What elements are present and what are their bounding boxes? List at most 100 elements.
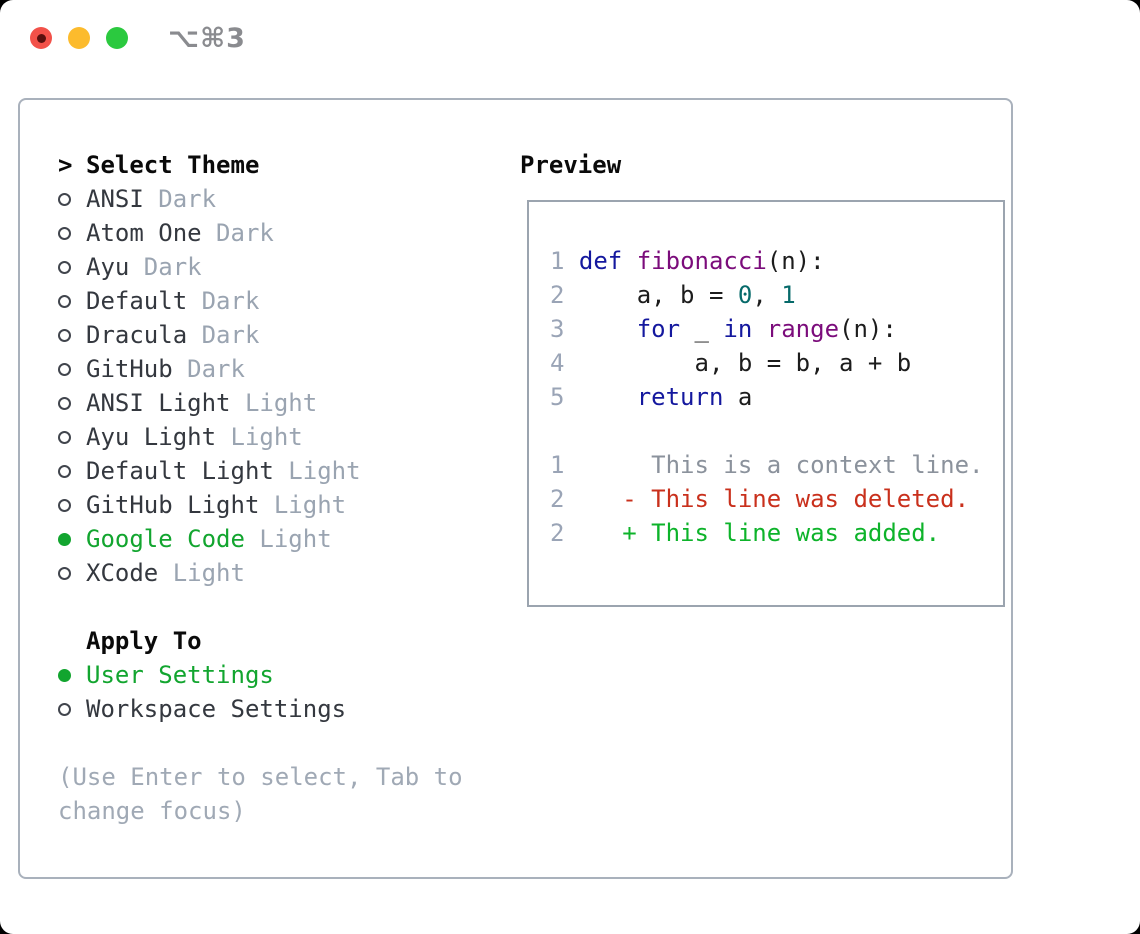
theme-option[interactable]: Default Light Light	[58, 454, 463, 488]
radio-cell	[58, 567, 86, 580]
apply-to-option[interactable]: User Settings	[58, 658, 463, 692]
theme-name: GitHub	[86, 352, 173, 386]
radio-cell	[58, 295, 86, 308]
radio-cell	[58, 703, 86, 716]
theme-option[interactable]: Ayu Dark	[58, 250, 463, 284]
theme-option[interactable]: Google Code Light	[58, 522, 463, 556]
apply-to-option[interactable]: Workspace Settings	[58, 692, 463, 726]
diff-line: 2 + This line was added.	[550, 516, 1003, 550]
close-dot-icon	[37, 34, 46, 43]
radio-icon	[58, 499, 71, 512]
theme-option[interactable]: XCode Light	[58, 556, 463, 590]
radio-icon	[58, 261, 71, 274]
theme-variant: Light	[245, 522, 332, 556]
maximize-button[interactable]	[106, 27, 128, 49]
theme-option[interactable]: Default Dark	[58, 284, 463, 318]
close-button[interactable]	[30, 27, 52, 49]
apply-to-header: Apply To	[58, 624, 463, 658]
theme-variant: Light	[274, 454, 361, 488]
radio-cell	[58, 533, 86, 546]
radio-cell	[58, 669, 86, 682]
theme-variant: Light	[259, 488, 346, 522]
theme-list-column: >Select Theme ANSI DarkAtom One DarkAyu …	[58, 148, 463, 828]
radio-icon	[58, 363, 71, 376]
radio-icon	[58, 295, 71, 308]
code-line: 5 return a	[550, 380, 1003, 414]
preview-column: Preview 1 def fibonacci(n):2 a, b = 0, 1…	[520, 148, 1005, 607]
selection-caret: >	[58, 148, 86, 182]
radio-icon	[58, 397, 71, 410]
radio-icon	[58, 193, 71, 206]
theme-option[interactable]: ANSI Dark	[58, 182, 463, 216]
help-text-line-1: (Use Enter to select, Tab to	[58, 760, 463, 794]
radio-cell	[58, 193, 86, 206]
radio-cell	[58, 431, 86, 444]
radio-cell	[58, 397, 86, 410]
help-text-line-2: change focus)	[58, 794, 463, 828]
spacer	[58, 590, 463, 624]
theme-option[interactable]: GitHub Light Light	[58, 488, 463, 522]
theme-variant: Dark	[173, 352, 245, 386]
theme-variant: Dark	[144, 182, 216, 216]
theme-name: Default Light	[86, 454, 274, 488]
theme-name: Google Code	[86, 522, 245, 556]
apply-to-list: User SettingsWorkspace Settings	[58, 658, 463, 726]
apply-to-name: User Settings	[86, 658, 274, 692]
theme-preview-box: 1 def fibonacci(n):2 a, b = 0, 13 for _ …	[527, 200, 1005, 607]
theme-name: Ayu Light	[86, 420, 216, 454]
radio-icon	[58, 567, 71, 580]
radio-cell	[58, 329, 86, 342]
code-line: 4 a, b = b, a + b	[550, 346, 1003, 380]
code-line	[550, 414, 1003, 448]
theme-option[interactable]: Atom One Dark	[58, 216, 463, 250]
radio-icon	[58, 703, 71, 716]
radio-icon	[58, 329, 71, 342]
radio-cell	[58, 465, 86, 478]
apply-to-name: Workspace Settings	[86, 692, 346, 726]
radio-icon	[58, 431, 71, 444]
titlebar: ⌥⌘3	[30, 26, 246, 50]
theme-list: ANSI DarkAtom One DarkAyu DarkDefault Da…	[58, 182, 463, 590]
theme-name: ANSI	[86, 182, 144, 216]
select-theme-label: Select Theme	[86, 148, 259, 182]
minimize-button[interactable]	[68, 27, 90, 49]
theme-variant: Dark	[187, 284, 259, 318]
theme-name: Dracula	[86, 318, 187, 352]
radio-icon	[58, 533, 71, 546]
theme-name: Ayu	[86, 250, 129, 284]
code-line: 2 a, b = 0, 1	[550, 278, 1003, 312]
window-title: ⌥⌘3	[168, 23, 246, 54]
code-preview: 1 def fibonacci(n):2 a, b = 0, 13 for _ …	[550, 244, 1003, 550]
diff-line: 2 - This line was deleted.	[550, 482, 1003, 516]
radio-icon	[58, 669, 71, 682]
code-line: 3 for _ in range(n):	[550, 312, 1003, 346]
theme-name: Default	[86, 284, 187, 318]
theme-variant: Dark	[187, 318, 259, 352]
code-line: 1 def fibonacci(n):	[550, 244, 1003, 278]
radio-icon	[58, 465, 71, 478]
theme-option[interactable]: GitHub Dark	[58, 352, 463, 386]
theme-name: XCode	[86, 556, 158, 590]
diff-line: 1 This is a context line.	[550, 448, 1003, 482]
theme-name: ANSI Light	[86, 386, 231, 420]
radio-icon	[58, 227, 71, 240]
theme-option[interactable]: Ayu Light Light	[58, 420, 463, 454]
radio-cell	[58, 261, 86, 274]
radio-cell	[58, 499, 86, 512]
theme-variant: Light	[231, 386, 318, 420]
select-theme-header: >Select Theme	[58, 148, 463, 182]
theme-variant: Dark	[129, 250, 201, 284]
theme-variant: Dark	[202, 216, 274, 250]
spacer	[58, 726, 463, 760]
theme-name: GitHub Light	[86, 488, 259, 522]
radio-cell	[58, 227, 86, 240]
radio-cell	[58, 363, 86, 376]
theme-selector-panel: >Select Theme ANSI DarkAtom One DarkAyu …	[18, 98, 1013, 879]
theme-variant: Light	[216, 420, 303, 454]
theme-option[interactable]: Dracula Dark	[58, 318, 463, 352]
theme-name: Atom One	[86, 216, 202, 250]
theme-variant: Light	[158, 556, 245, 590]
preview-header: Preview	[520, 148, 1005, 182]
theme-option[interactable]: ANSI Light Light	[58, 386, 463, 420]
